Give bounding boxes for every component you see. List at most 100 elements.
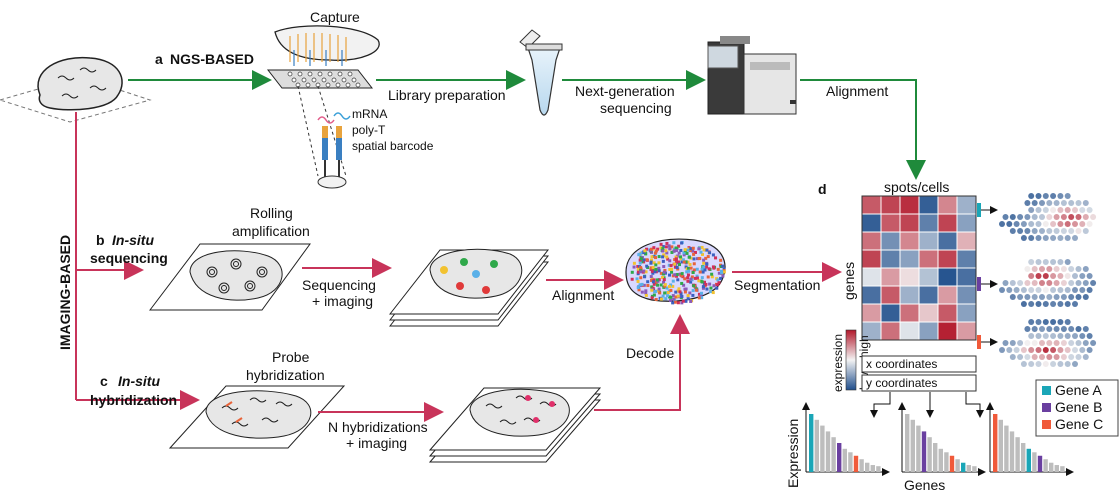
spatial-spot bbox=[1060, 326, 1067, 332]
decoded-spot bbox=[719, 265, 723, 269]
decoded-spot bbox=[700, 291, 704, 295]
decoded-spot bbox=[663, 291, 667, 295]
decoded-spot bbox=[630, 277, 634, 281]
spatial-spot bbox=[1060, 280, 1067, 286]
seq-imaging-label-1: Sequencing bbox=[302, 277, 376, 293]
segmentation-label: Segmentation bbox=[734, 277, 820, 293]
spatial-spot bbox=[1079, 221, 1086, 227]
heatmap-cell bbox=[899, 213, 920, 233]
alignment-top-label: Alignment bbox=[826, 83, 888, 99]
chart-bar bbox=[831, 437, 836, 472]
capture-slide-icon bbox=[266, 25, 380, 177]
decoded-spot bbox=[661, 247, 665, 251]
decoded-spot bbox=[632, 261, 636, 265]
spatial-spot bbox=[1039, 200, 1045, 206]
decoded-spot bbox=[678, 290, 682, 294]
decoded-spot bbox=[652, 255, 656, 259]
bar-charts bbox=[802, 402, 1074, 476]
decoded-spot bbox=[671, 294, 675, 298]
decoded-spot bbox=[674, 261, 678, 265]
chart-bar bbox=[825, 431, 831, 472]
tube-icon bbox=[519, 29, 563, 116]
chart-bar bbox=[1026, 448, 1031, 472]
decoded-spot bbox=[702, 258, 706, 262]
decoded-spot bbox=[705, 248, 709, 252]
decoded-spot bbox=[687, 266, 691, 270]
spatial-spot bbox=[1053, 294, 1060, 300]
decoded-spot bbox=[657, 261, 661, 265]
decoded-spot bbox=[686, 248, 690, 252]
decoded-spot bbox=[665, 255, 669, 259]
chart-bar bbox=[837, 443, 842, 472]
spatial-spot bbox=[1064, 333, 1071, 339]
spatial-spot bbox=[1024, 354, 1031, 360]
decoded-spot bbox=[668, 273, 672, 277]
chart-bar bbox=[859, 459, 864, 472]
decoded-spot bbox=[689, 256, 693, 260]
nhyb-label-1: N hybridizations bbox=[328, 419, 428, 435]
spatial-spot bbox=[1060, 200, 1067, 206]
spatial-spot bbox=[1028, 207, 1035, 213]
decoded-spot bbox=[674, 258, 678, 262]
spatial-spot bbox=[1009, 228, 1016, 234]
spatial-spot bbox=[1028, 301, 1035, 307]
heatmap-cell bbox=[918, 231, 939, 251]
decoded-spot bbox=[687, 255, 691, 259]
spatial-spot bbox=[1031, 354, 1038, 360]
spatial-spot bbox=[1068, 280, 1075, 286]
decode-label: Decode bbox=[626, 345, 674, 361]
decoded-spot bbox=[675, 274, 679, 278]
decoded-spot bbox=[701, 286, 705, 290]
chart-bar bbox=[1049, 462, 1054, 472]
chart-bar bbox=[1032, 452, 1037, 472]
spatial-spot bbox=[1028, 287, 1035, 293]
spatial-spot bbox=[1060, 340, 1067, 346]
decoded-spot bbox=[700, 245, 704, 249]
chart-bar bbox=[955, 459, 960, 472]
decoded-spot bbox=[651, 265, 655, 269]
spatial-spot bbox=[1017, 280, 1024, 286]
decoded-spot bbox=[649, 258, 653, 262]
library-prep-label: Library preparation bbox=[388, 87, 506, 103]
spatial-spot bbox=[1031, 200, 1038, 206]
decoded-spot bbox=[654, 267, 658, 271]
decoded-spot bbox=[677, 244, 681, 248]
decoded-spot bbox=[664, 249, 668, 253]
spatial-spot bbox=[1050, 361, 1057, 367]
decoded-spot bbox=[705, 265, 709, 269]
decoded-spot bbox=[642, 251, 646, 255]
decoded-spot bbox=[649, 260, 653, 264]
legend-swatch-b bbox=[1042, 403, 1051, 412]
decoded-spot bbox=[642, 269, 646, 273]
spatial-spot bbox=[1039, 280, 1045, 286]
chart-bar bbox=[938, 448, 943, 472]
decoded-spot bbox=[636, 270, 640, 274]
spatial-spot bbox=[1031, 280, 1038, 286]
decoded-spot bbox=[679, 257, 683, 261]
decoded-spot bbox=[643, 275, 647, 279]
decoded-spot bbox=[636, 279, 640, 283]
heatmap-cell bbox=[861, 267, 882, 287]
spatial-spot bbox=[1082, 214, 1089, 220]
decoded-spot bbox=[657, 278, 661, 282]
decoded-spot bbox=[697, 256, 701, 260]
chart-bar bbox=[966, 465, 971, 472]
spatial-spot bbox=[1039, 228, 1045, 234]
spatial-spot bbox=[1028, 273, 1035, 279]
decoded-spot bbox=[652, 293, 656, 297]
decoded-spot bbox=[673, 258, 677, 262]
spatial-spot bbox=[1013, 287, 1020, 293]
spatial-spot bbox=[1035, 193, 1042, 199]
spatial-spot bbox=[1082, 326, 1089, 332]
decoded-spot bbox=[679, 292, 683, 296]
spatial-spot bbox=[1082, 280, 1089, 286]
decoded-spot bbox=[646, 280, 650, 284]
chart-bar bbox=[1043, 459, 1048, 472]
spatial-spot bbox=[1050, 287, 1057, 293]
heatmap-cell bbox=[956, 249, 977, 269]
heatmap-cell bbox=[918, 303, 939, 323]
decoded-spot bbox=[684, 287, 688, 291]
spatial-spot bbox=[1079, 287, 1086, 293]
decoded-spot bbox=[695, 257, 699, 261]
decoded-spot bbox=[719, 276, 723, 280]
